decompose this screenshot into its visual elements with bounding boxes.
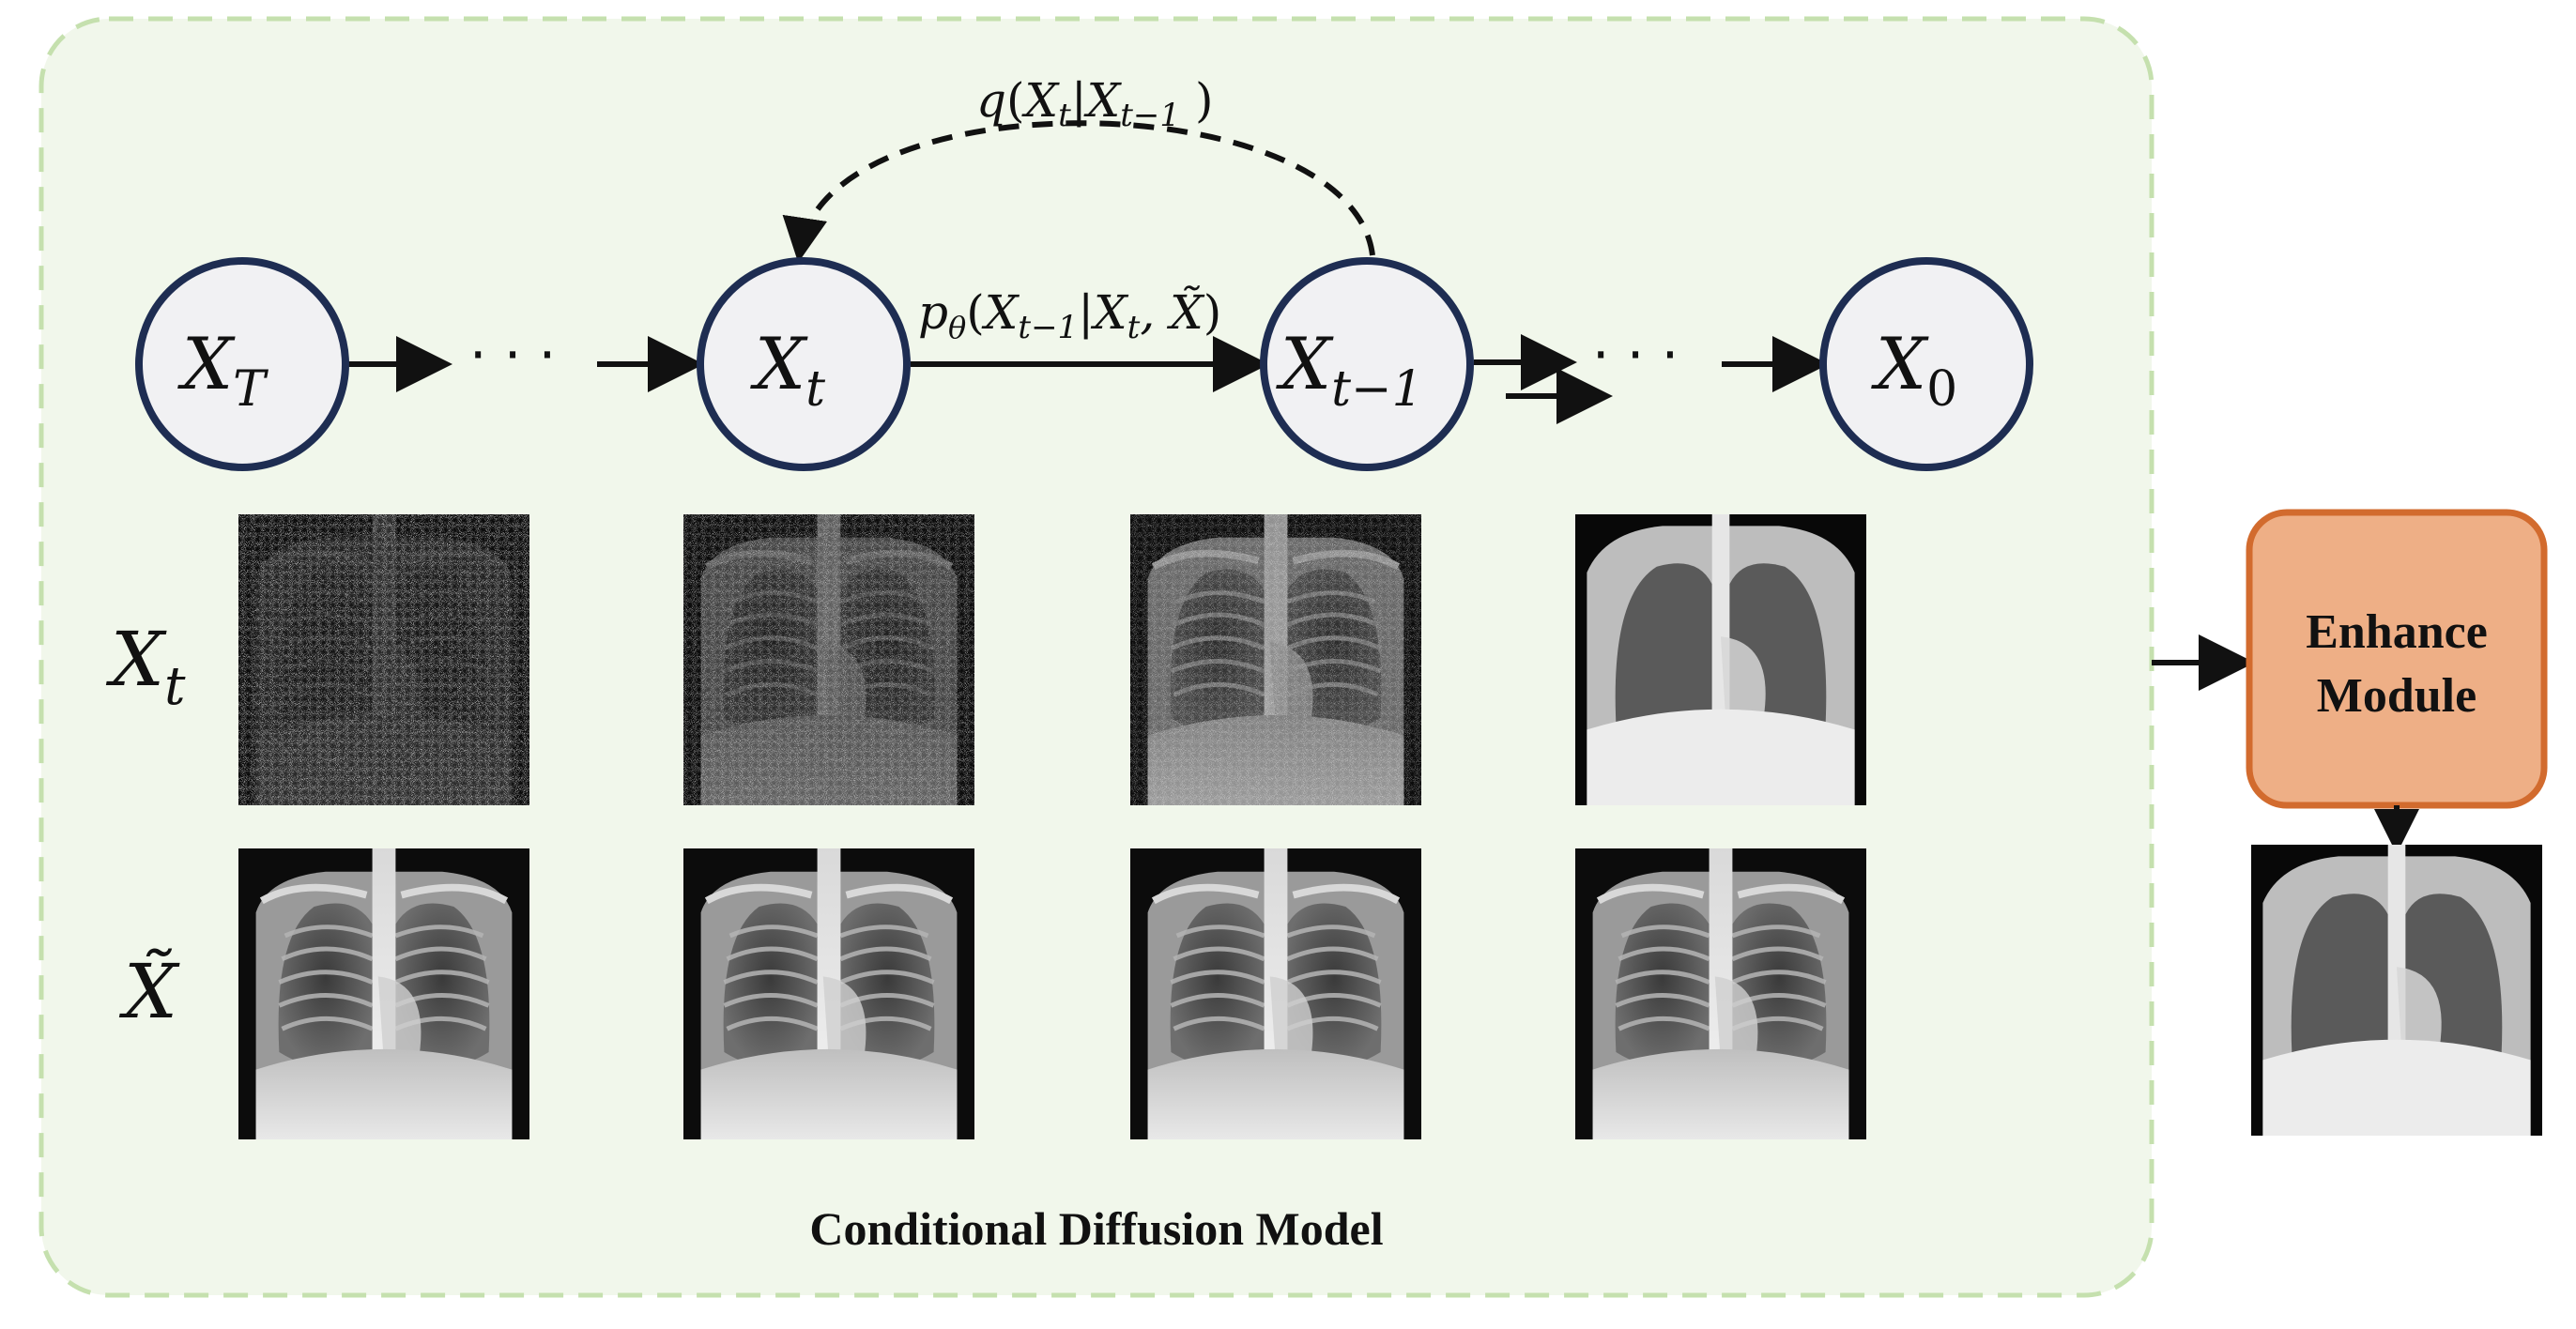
- enhance-module: Enhance Module: [2246, 509, 2548, 809]
- noisy-image-3: [1130, 514, 1421, 805]
- container-title: Conditional Diffusion Model: [809, 1202, 1383, 1255]
- svg-text:Enhance: Enhance: [2306, 605, 2488, 659]
- ellipsis-2: · · ·: [1592, 323, 1679, 387]
- ellipsis-1: · · ·: [469, 323, 556, 387]
- noisy-image-2: [683, 514, 974, 805]
- noisy-image-row: [238, 514, 1866, 805]
- svg-text:Xt: Xt: [750, 322, 825, 418]
- noisy-image-1: [238, 514, 529, 805]
- svg-text:XT: XT: [177, 322, 268, 418]
- node-xt: Xt: [697, 257, 911, 471]
- forward-process-label: q(Xt|Xt−1 ): [976, 73, 1213, 134]
- reverse-process-label: pθ(Xt−1|Xt, X̃): [918, 284, 1221, 346]
- node-xT: XT: [135, 257, 349, 471]
- node-xt-minus-1: Xt−1: [1260, 257, 1474, 471]
- enhanced-output-xray: [2251, 845, 2542, 1136]
- svg-text:Xt−1: Xt−1: [1276, 322, 1423, 418]
- condition-xray-2: [683, 848, 974, 1139]
- row-label-noisy: Xt: [105, 616, 186, 717]
- noisy-image-4: [1575, 514, 1866, 805]
- condition-xray-1: [238, 848, 529, 1139]
- node-x0: X0: [1819, 257, 2033, 471]
- svg-text:X0: X0: [1871, 322, 1957, 418]
- forward-process-arc: [782, 120, 1375, 263]
- condition-xray-4: [1575, 848, 1866, 1139]
- svg-text:Module: Module: [2317, 669, 2476, 723]
- row-label-condition: X̃: [118, 947, 180, 1035]
- condition-xray-3: [1130, 848, 1421, 1139]
